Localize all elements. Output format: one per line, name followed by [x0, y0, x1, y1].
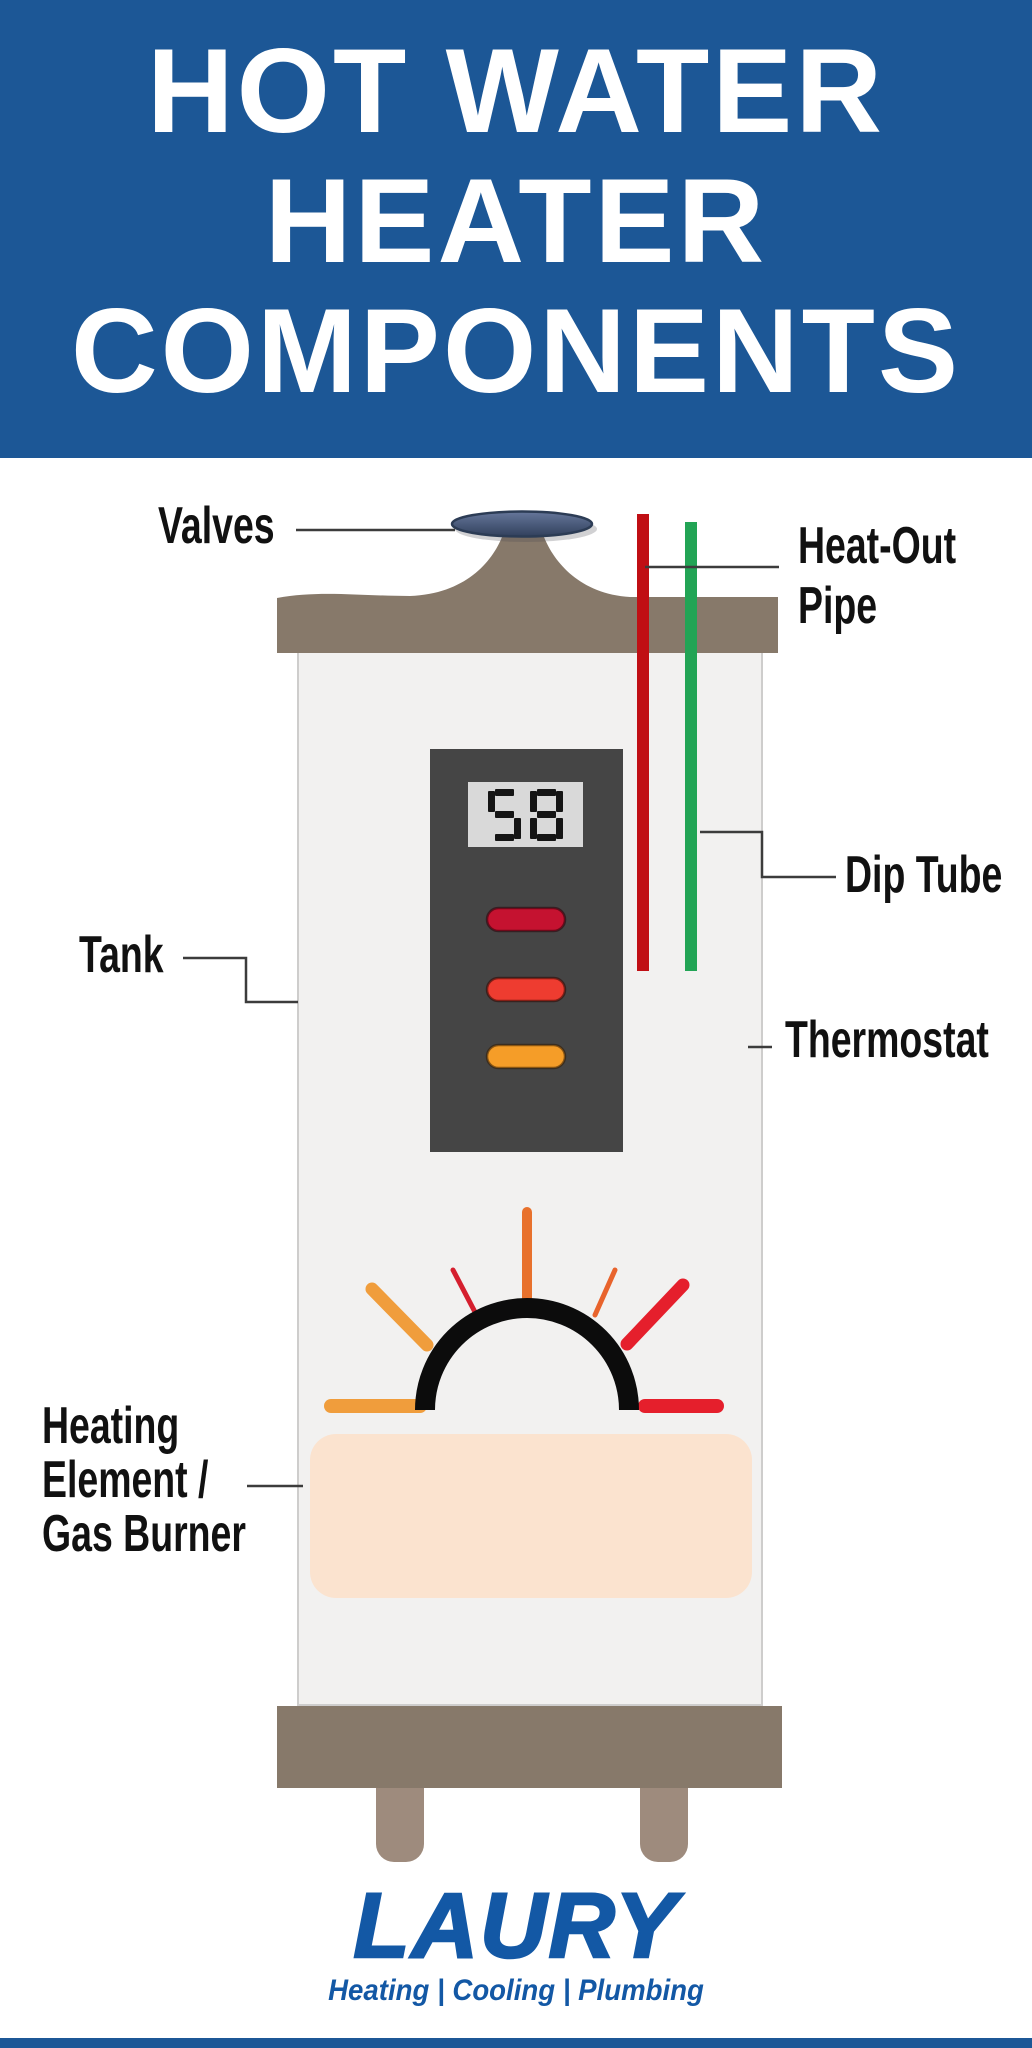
tank-top-cap [277, 537, 778, 653]
flame-ray-thin-left [450, 1267, 479, 1317]
flame-ray-right [620, 1278, 690, 1351]
company-logo: LAURY Heating | Cooling | Plumbing [0, 1875, 1032, 2008]
bottom-accent-bar [0, 2038, 1032, 2048]
tank-leg-left [376, 1788, 424, 1862]
lcd-digit [530, 788, 563, 841]
heat-out-pipe [637, 514, 649, 971]
burner-arch [415, 1298, 639, 1411]
label-heating-element: Heating Element / Gas Burner [42, 1399, 246, 1561]
label-dip-tube: Dip Tube [845, 846, 1003, 904]
page-title-line-2: HEATER [264, 154, 768, 288]
pointer-lines [183, 528, 836, 1488]
valve-disc [450, 510, 594, 538]
label-heat-out-pipe: Heat-Out Pipe [798, 516, 956, 636]
dip-tube-pipe [685, 522, 697, 971]
label-heat-out-line1: Heat-Out [798, 517, 957, 575]
label-heat-out-line2: Pipe [798, 577, 878, 635]
flame-ray-left [365, 1282, 434, 1352]
indicator-pill-red [485, 976, 567, 1003]
label-heating-line1: Heating [42, 1397, 180, 1455]
indicator-pill-orange [485, 1043, 567, 1070]
dip-tube-pointer-line [700, 830, 836, 879]
lcd-digit [488, 788, 521, 841]
logo-tagline: Heating | Cooling | Plumbing [328, 1974, 704, 2007]
label-valves: Valves [158, 497, 275, 555]
tank-leg-right [640, 1788, 688, 1862]
tank-bottom-cap [277, 1706, 782, 1788]
burner-flame-rays [324, 1207, 724, 1413]
tank-pointer-line [183, 956, 298, 1004]
label-tank: Tank [79, 926, 164, 984]
flame-ray-thin-right [592, 1267, 618, 1318]
thermostat-display [468, 782, 583, 847]
header-banner: HOT WATER HEATER COMPONENTS [0, 0, 1032, 458]
logo-name: LAURY [352, 1875, 679, 1977]
label-thermostat: Thermostat [785, 1011, 989, 1069]
label-heating-line2: Element / [42, 1451, 209, 1509]
page-title-line-3: COMPONENTS [70, 284, 962, 418]
heating-element [310, 1434, 752, 1598]
label-heating-line3: Gas Burner [42, 1505, 246, 1563]
page-title-line-1: HOT WATER [146, 24, 886, 158]
indicator-pill-dark-red [485, 906, 567, 933]
